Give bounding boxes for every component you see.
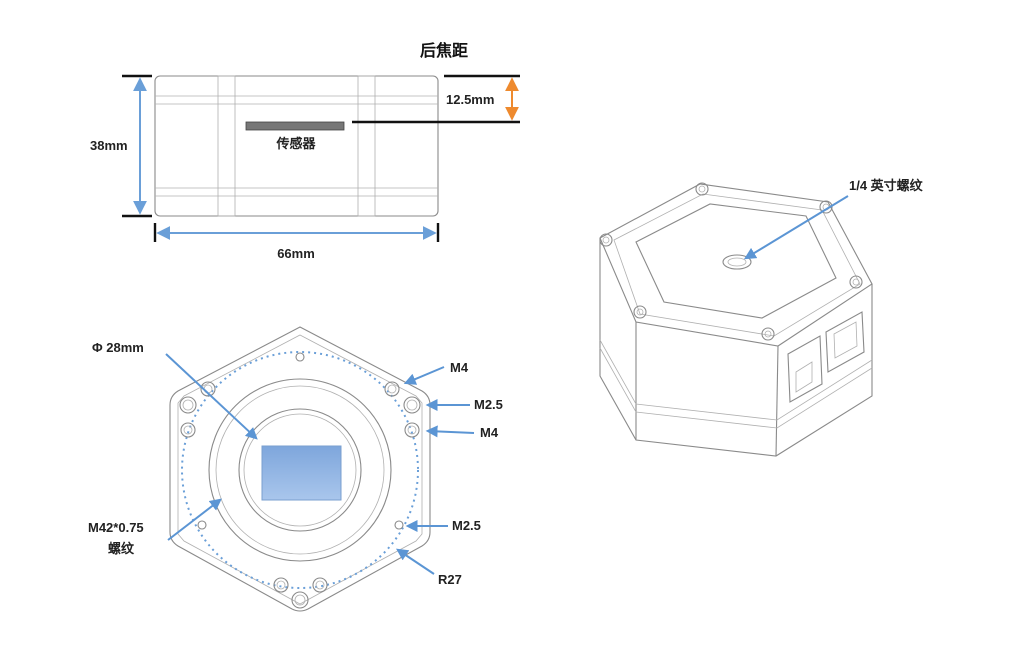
sensor-window (261, 445, 342, 501)
m25-bottom-label: M2.5 (452, 518, 481, 533)
mount-ring-outer (208, 378, 392, 562)
width-label: 66mm (277, 246, 315, 261)
mount-ring-inner (238, 408, 362, 532)
mount-thread-label-2: 螺纹 (108, 541, 135, 556)
height-label: 38mm (90, 138, 128, 153)
aperture-label: Φ 28mm (92, 340, 144, 355)
front-view: Φ 28mm M4 M2.5 M4 M2.5 M42*0.75 螺纹 R27 (88, 326, 503, 612)
screw-holes (179, 352, 421, 609)
m4-top-label: M4 (450, 360, 469, 375)
mount-thread-label: M42*0.75 (88, 520, 144, 535)
back-focus-title: 后焦距 (420, 41, 468, 60)
side-view-body (154, 75, 439, 217)
isometric-view: 1/4 英寸螺纹 (599, 178, 924, 457)
thread-label: 1/4 英寸螺纹 (849, 178, 924, 193)
sensor-label: 传感器 (275, 136, 316, 151)
m4-mid-label: M4 (480, 425, 499, 440)
side-view: 传感器 38mm 66mm 12.5mm 后焦距 (90, 41, 520, 261)
iso-port-right (825, 311, 865, 373)
back-focus-value: 12.5mm (446, 92, 494, 107)
sensor-bar (245, 121, 345, 131)
bolt-circle (181, 351, 419, 589)
iso-side-faces (599, 238, 873, 457)
m25-top-label: M2.5 (474, 397, 503, 412)
iso-port-left (787, 335, 823, 403)
radius-label: R27 (438, 572, 462, 587)
iso-top-face (599, 183, 873, 347)
tripod-thread-hole (722, 254, 752, 270)
